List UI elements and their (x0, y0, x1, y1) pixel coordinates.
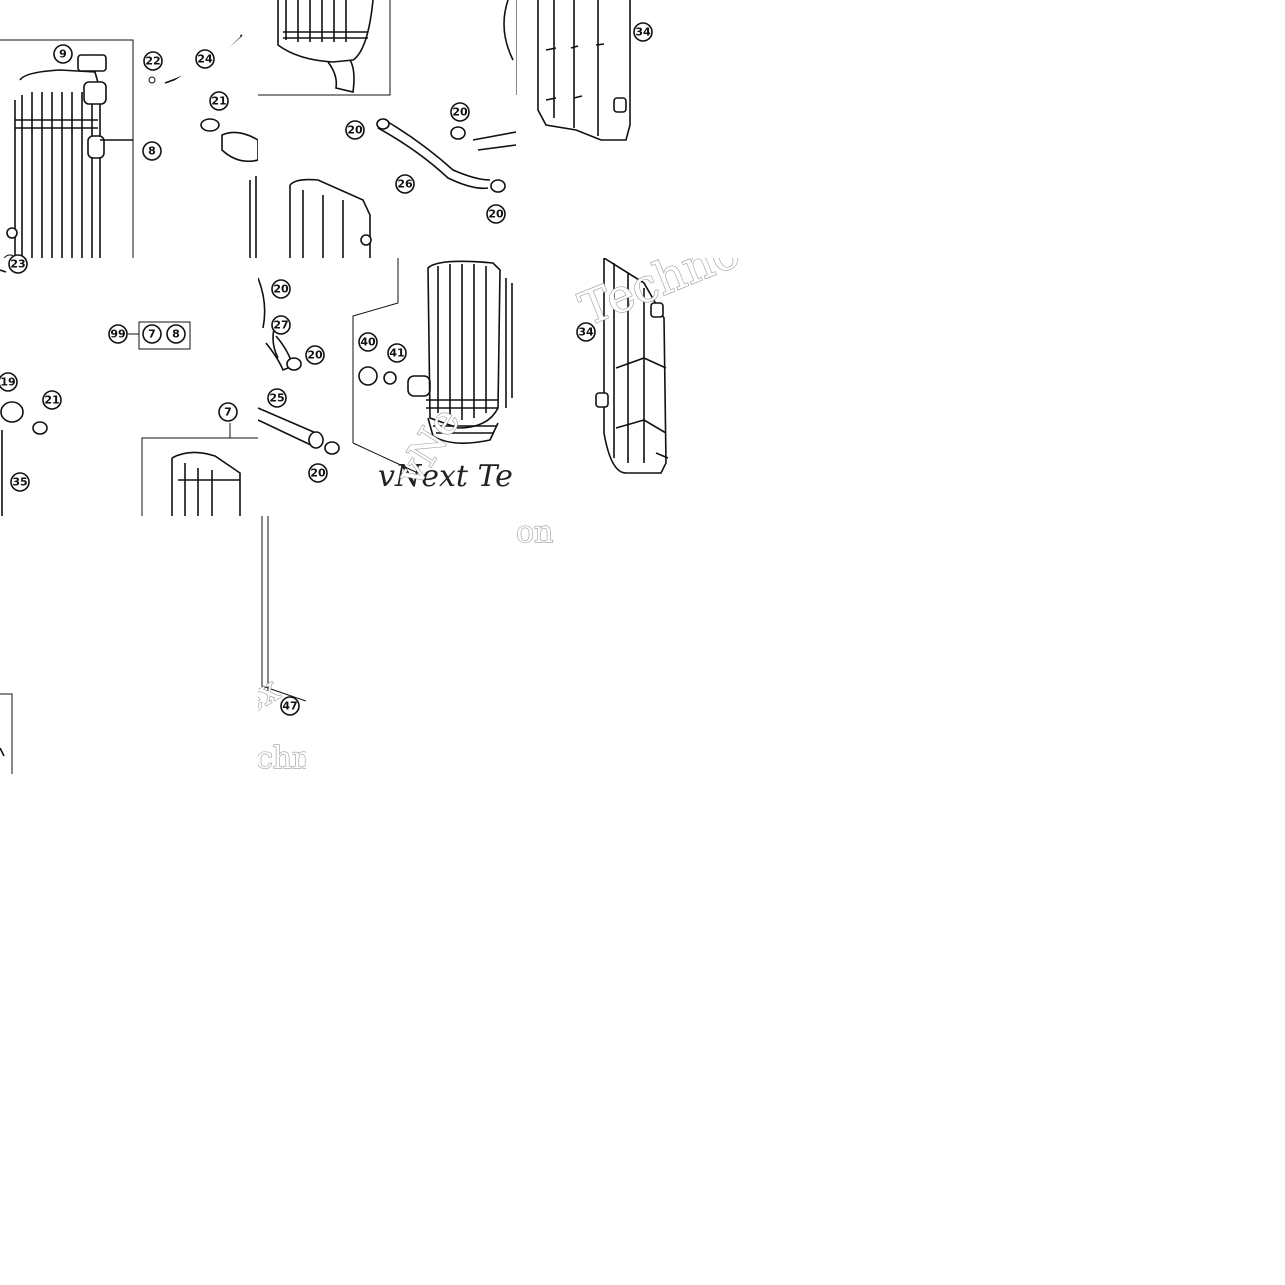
tile-bottom-center: ex chn (258, 516, 306, 774)
left-fittings-drawing (0, 269, 258, 516)
shroud-top-drawing (516, 0, 631, 141)
tile-bleed: on (516, 516, 566, 546)
tile-left-fittings (0, 258, 258, 516)
watermark-brand-line: vNext Te (378, 459, 513, 494)
bottom-center-drawing: ex chn (258, 516, 306, 774)
hoses-drawing (258, 0, 516, 258)
radiator-left-drawing: vNext Te vNe (258, 258, 513, 495)
watermark-bleed: on (516, 516, 553, 546)
tile-hoses (258, 0, 516, 258)
watermark-chn: chn (258, 741, 306, 774)
tile-bottom-left (0, 516, 258, 774)
shroud-bottom-drawing: Techno (571, 258, 748, 474)
kit-group-box (138, 321, 191, 350)
watermark-techno: Techno (572, 258, 747, 336)
bottom-left-drawing (0, 693, 13, 774)
tile-radiator-left: vNext Te vNe (258, 258, 516, 516)
tile-radiator-right (0, 0, 258, 258)
tile-shroud-bottom: Techno (516, 258, 774, 516)
tile-shroud-top (516, 0, 774, 258)
bleed-drawing: on (516, 516, 554, 546)
watermark-ex: ex (258, 670, 287, 724)
radiator-right-drawing (0, 34, 258, 258)
